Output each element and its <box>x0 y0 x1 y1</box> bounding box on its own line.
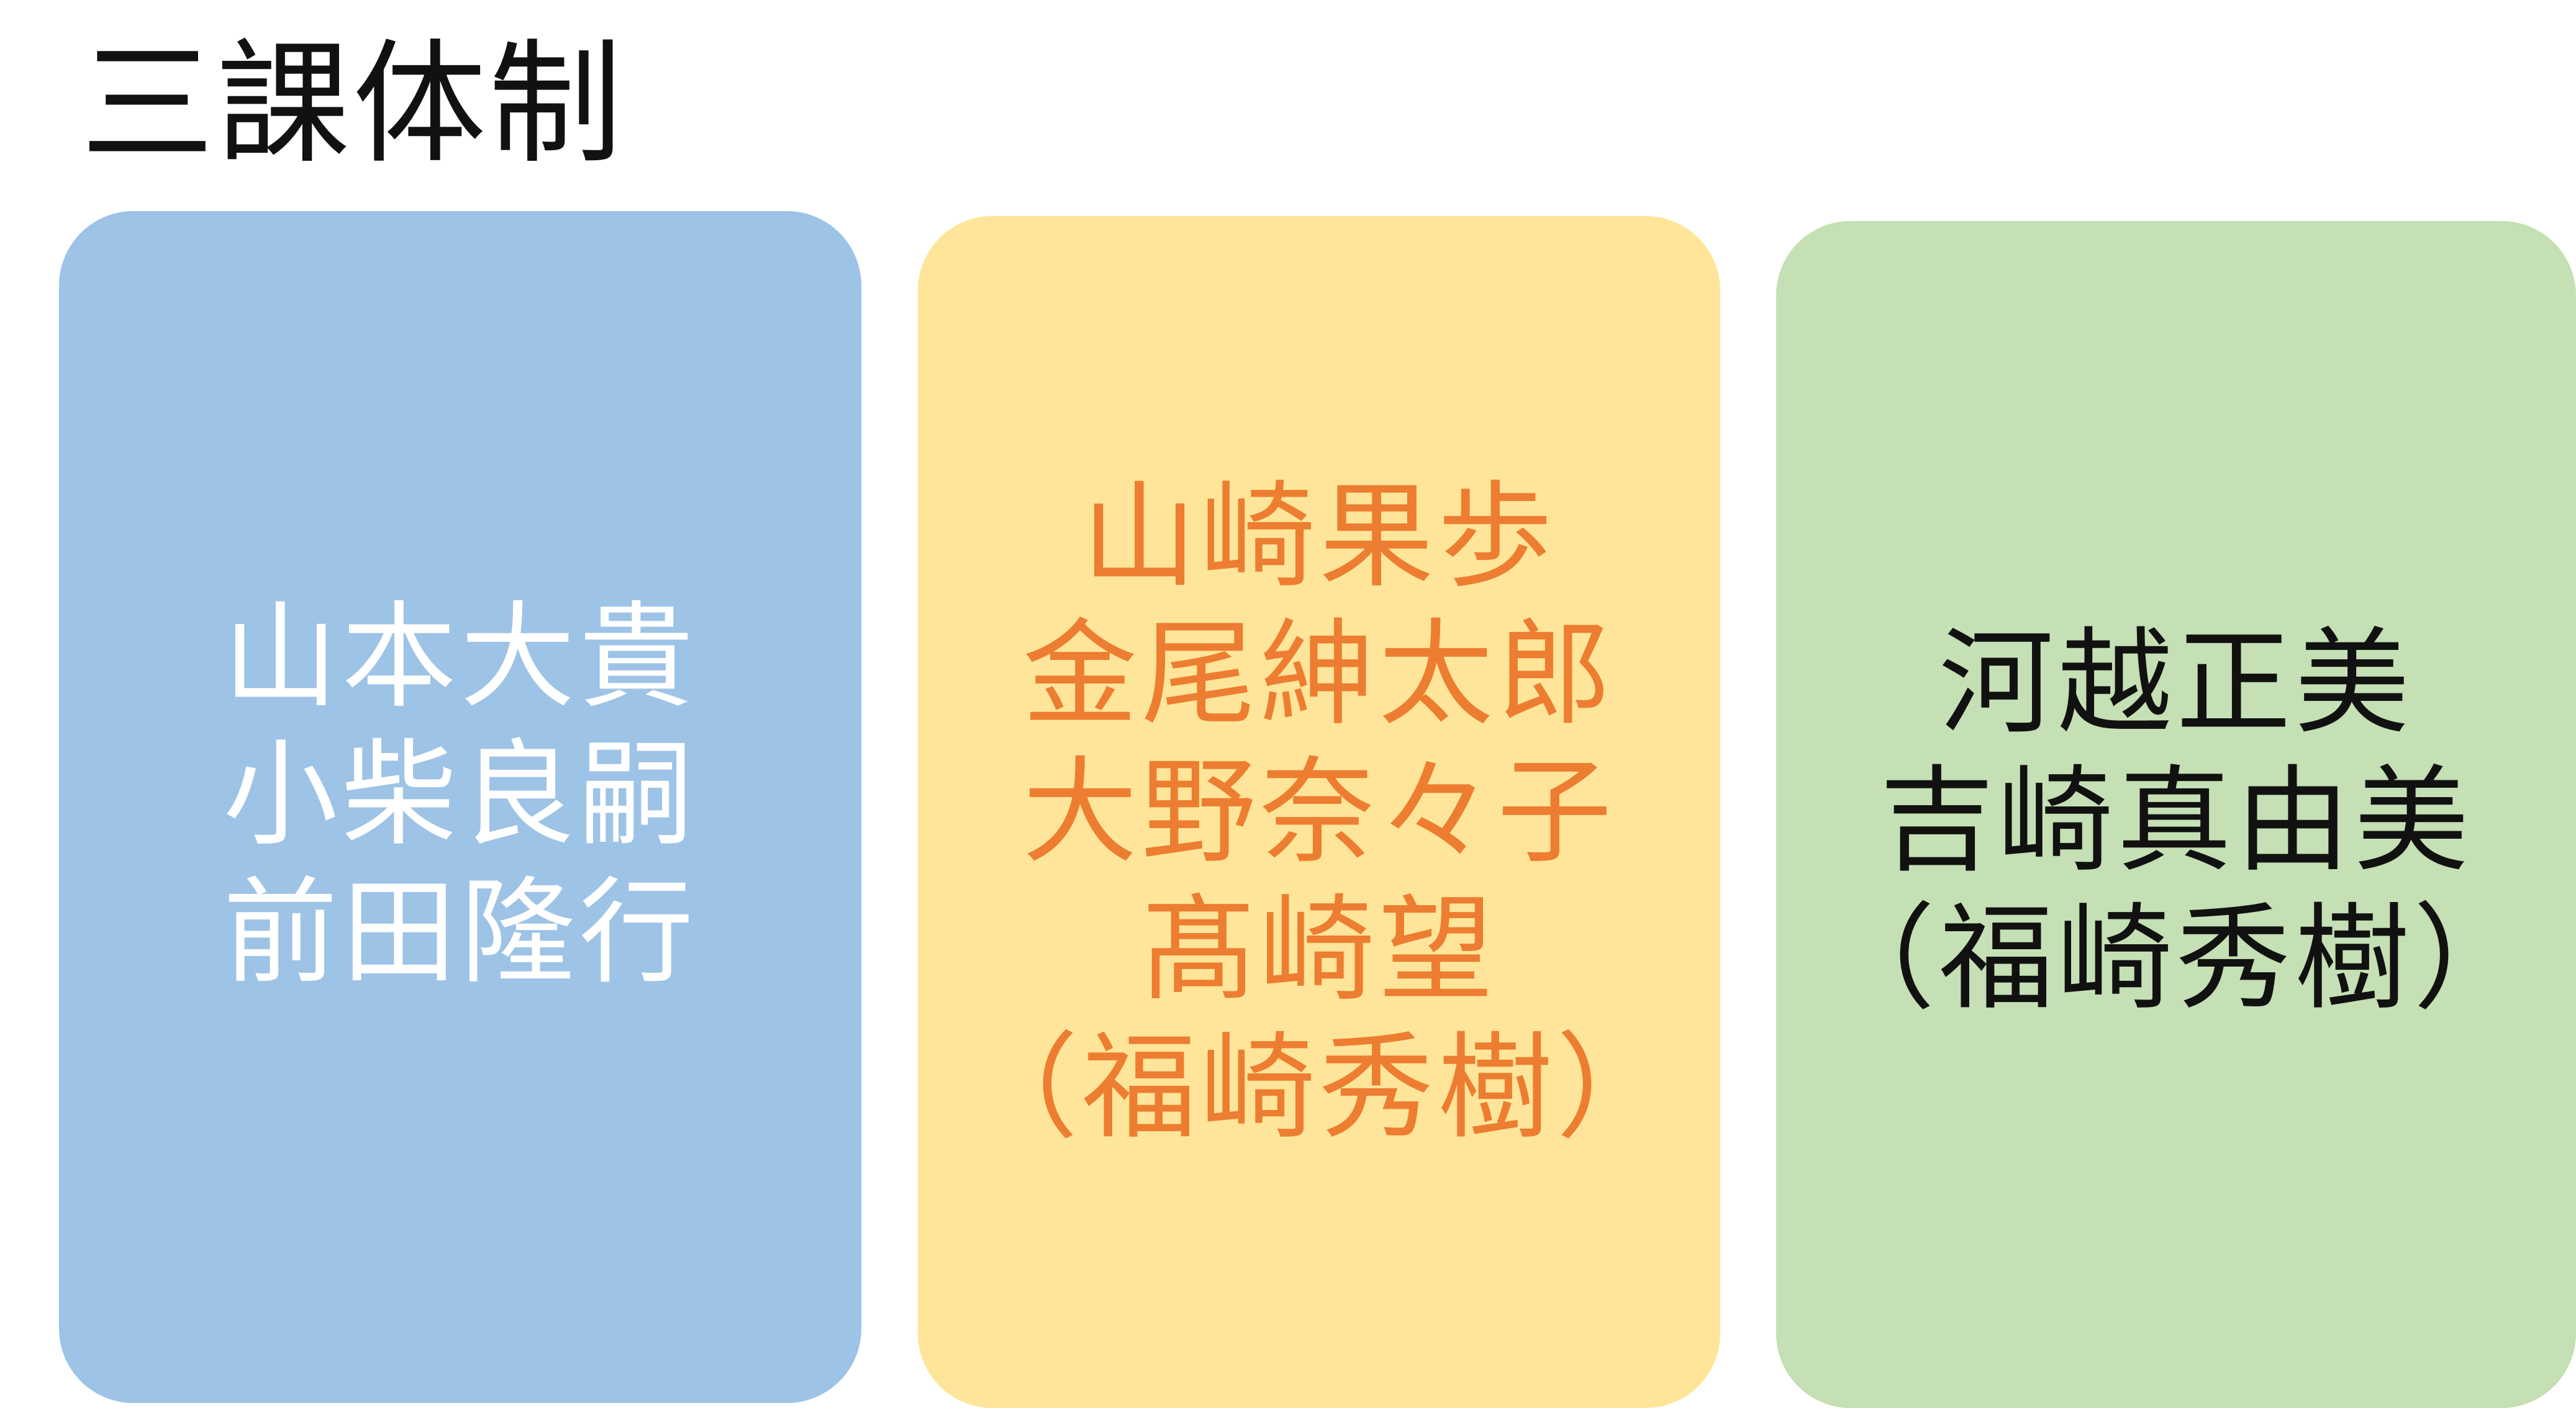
member-name-parenthetical: （福崎秀樹） <box>1820 891 2532 1026</box>
member-name: 山崎果歩 <box>1082 469 1556 603</box>
section-card-1: 山本大貴 小柴良嗣 前田隆行 <box>59 211 861 1403</box>
member-name-parenthetical: （福崎秀樹） <box>963 1021 1675 1155</box>
member-name: 吉崎真由美 <box>1879 754 2473 888</box>
section-card-3: 河越正美 吉崎真由美 （福崎秀樹） <box>1776 221 2576 1408</box>
section-card-2: 山崎果歩 金尾紳太郎 大野奈々子 髙崎望 （福崎秀樹） <box>918 216 1720 1408</box>
page-title: 三課体制 <box>81 26 625 182</box>
member-name: 山本大貴 <box>223 590 697 724</box>
member-name: 河越正美 <box>1939 616 2413 750</box>
member-name: 金尾紳太郎 <box>1022 607 1616 741</box>
member-name: 大野奈々子 <box>1022 745 1616 879</box>
member-name: 前田隆行 <box>223 865 697 1000</box>
member-name: 髙崎望 <box>1141 883 1497 1017</box>
member-name: 小柴良嗣 <box>223 728 697 862</box>
